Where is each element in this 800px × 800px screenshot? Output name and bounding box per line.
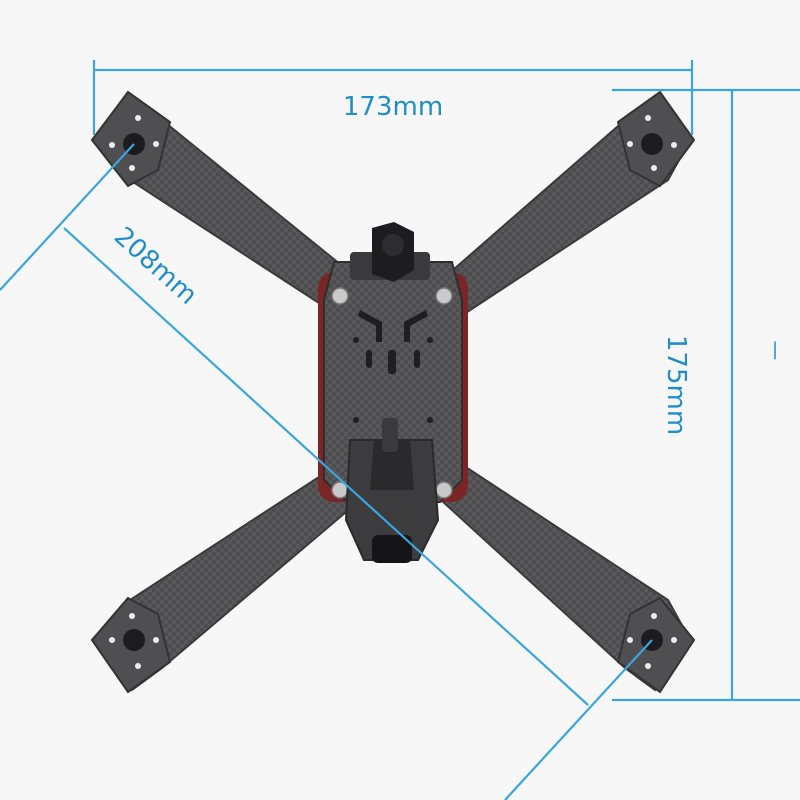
- motor-mount-rear-left: [90, 596, 172, 694]
- motor-mount-front-left: [90, 90, 172, 188]
- screw-icon: [435, 287, 453, 305]
- motor-mount-front-right: [616, 90, 696, 188]
- dimension-height: 175mm |: [612, 88, 800, 702]
- dimension-width: 173mm: [92, 60, 694, 135]
- frame-arms: [90, 90, 696, 694]
- screw-icon: [435, 481, 453, 499]
- tick-mark: |: [772, 339, 778, 360]
- vent-slots: [353, 310, 433, 423]
- screw-icon: [331, 287, 349, 305]
- width-dimension-label: 173mm: [343, 92, 443, 122]
- height-dimension-label: 175mm: [661, 335, 691, 435]
- rear-antenna-mount: [344, 418, 440, 563]
- center-body: [318, 222, 468, 563]
- camera-mount-top: [350, 222, 430, 282]
- diagonal-dimension-label: 208mm: [108, 221, 203, 310]
